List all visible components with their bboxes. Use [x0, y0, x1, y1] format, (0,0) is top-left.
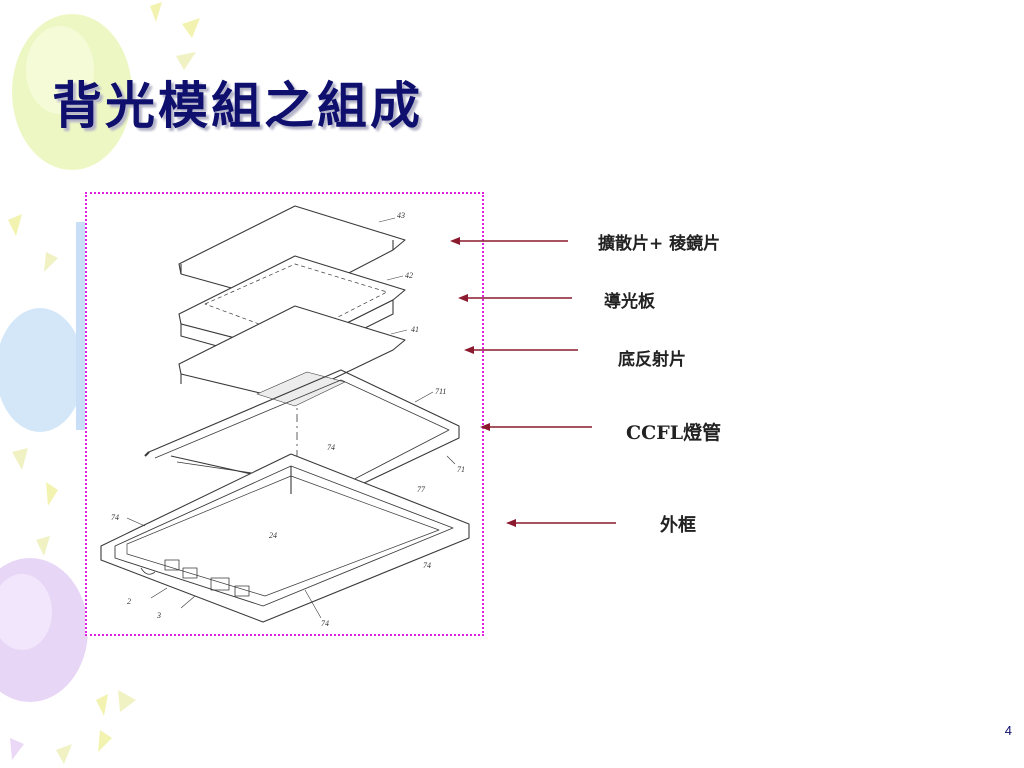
- exploded-view-figure: 43 42 41 711 71 74 77 74 24 74 2 3 74: [85, 192, 484, 636]
- label-outer-frame: 外框: [660, 515, 696, 536]
- outer-frame: [100, 453, 470, 623]
- part-number: 2: [127, 597, 131, 606]
- label-ccfl-lamp: CCFL燈管: [626, 422, 722, 444]
- part-number: 711: [435, 387, 446, 396]
- label-light-guide-plate: 導光板: [604, 292, 655, 312]
- part-number: 43: [397, 211, 405, 220]
- part-number: 24: [269, 531, 277, 540]
- label-diffuser-prism: 擴散片+ 稜鏡片: [598, 234, 721, 254]
- blue-balloon: [0, 308, 84, 432]
- streamer: [10, 738, 24, 760]
- part-number: 74: [423, 561, 431, 570]
- part-number: 41: [411, 325, 419, 334]
- diffuser-prism-sheet: [178, 205, 406, 305]
- part-number: 3: [156, 611, 161, 620]
- lilac-balloon-highlight: [0, 574, 52, 650]
- streamer: [96, 694, 108, 716]
- streamer: [150, 2, 162, 22]
- exploded-view-drawing: 43 42 41 711 71 74 77 74 24 74 2 3 74: [100, 205, 470, 628]
- streamer: [98, 730, 112, 752]
- streamer: [46, 482, 58, 506]
- label-reflector: 底反射片: [618, 350, 686, 370]
- streamer: [12, 448, 28, 470]
- slide-title: 背光模組之組成: [52, 76, 423, 135]
- green-balloon-highlight: [26, 26, 94, 114]
- part-number: 77: [417, 485, 426, 494]
- streamer: [8, 214, 22, 236]
- streamer: [182, 18, 200, 38]
- streamer: [44, 252, 58, 272]
- part-number: 71: [457, 465, 465, 474]
- streamer: [56, 744, 72, 764]
- part-number: 42: [405, 271, 413, 280]
- part-number: 74: [321, 619, 329, 628]
- part-number: 74: [327, 443, 335, 452]
- leader-lines: [126, 217, 456, 619]
- streamer: [118, 690, 136, 712]
- streamer: [36, 536, 50, 556]
- part-number: 74: [111, 513, 119, 522]
- streamer: [176, 52, 196, 70]
- page-number: 4: [1004, 723, 1012, 738]
